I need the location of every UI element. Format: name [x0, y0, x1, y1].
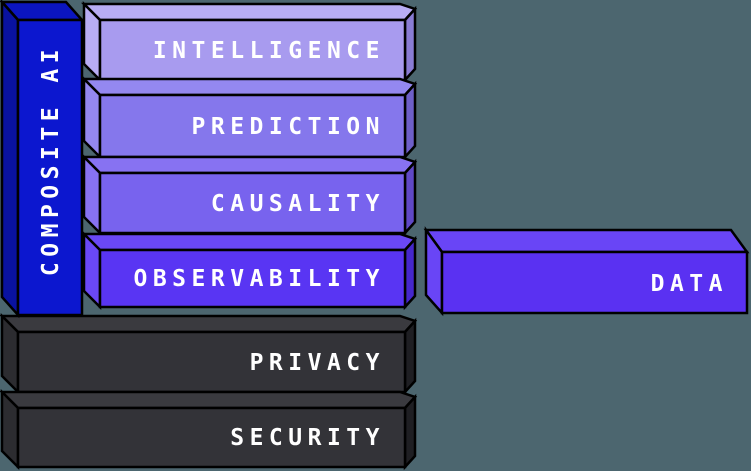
bar-causality-front-face	[98, 171, 407, 235]
bar-composite-ai: COMPOSITE AI	[0, 0, 85, 319]
bar-data-front-face	[440, 250, 749, 315]
bar-privacy: PRIVACY	[0, 312, 418, 396]
bar-security-top-face	[0, 390, 418, 410]
bar-privacy-front-face	[16, 330, 407, 394]
bar-data: DATA	[423, 226, 750, 317]
bar-data-label: DATA	[651, 271, 728, 297]
bar-prediction-label: PREDICTION	[192, 114, 385, 140]
bar-privacy-top-face	[0, 314, 418, 334]
bar-prediction-edge-face	[403, 80, 417, 161]
bar-security-front-face	[16, 406, 407, 469]
bar-causality-top-face	[80, 155, 418, 175]
bar-security: SECURITY	[0, 388, 418, 471]
bar-privacy-edge-face	[403, 317, 417, 396]
bar-composite-ai-side-face	[0, 0, 20, 319]
bar-prediction: PREDICTION	[80, 75, 418, 161]
bar-intelligence-top-face	[80, 2, 418, 22]
bar-observability-top-face	[80, 232, 418, 252]
bar-intelligence-label: INTELLIGENCE	[153, 38, 385, 64]
bar-causality-label: CAUSALITY	[211, 191, 385, 217]
bar-intelligence: INTELLIGENCE	[80, 0, 418, 84]
bar-observability: OBSERVABILITY	[80, 230, 418, 311]
bar-observability-label: OBSERVABILITY	[133, 266, 385, 292]
bar-security-edge-face	[403, 393, 417, 471]
bar-security-label: SECURITY	[230, 425, 385, 451]
bar-composite-ai-front-face	[16, 18, 84, 317]
bar-composite-ai-label: COMPOSITE AI	[38, 44, 64, 276]
bar-observability-edge-face	[403, 235, 417, 311]
bar-causality: CAUSALITY	[80, 153, 418, 237]
bar-causality-edge-face	[403, 158, 417, 237]
bar-privacy-label: PRIVACY	[250, 350, 385, 376]
bar-observability-front-face	[98, 248, 407, 309]
bar-intelligence-edge-face	[403, 5, 417, 84]
bar-prediction-front-face	[98, 93, 407, 159]
bar-prediction-top-face	[80, 77, 418, 97]
bar-data-top-face	[423, 228, 750, 254]
